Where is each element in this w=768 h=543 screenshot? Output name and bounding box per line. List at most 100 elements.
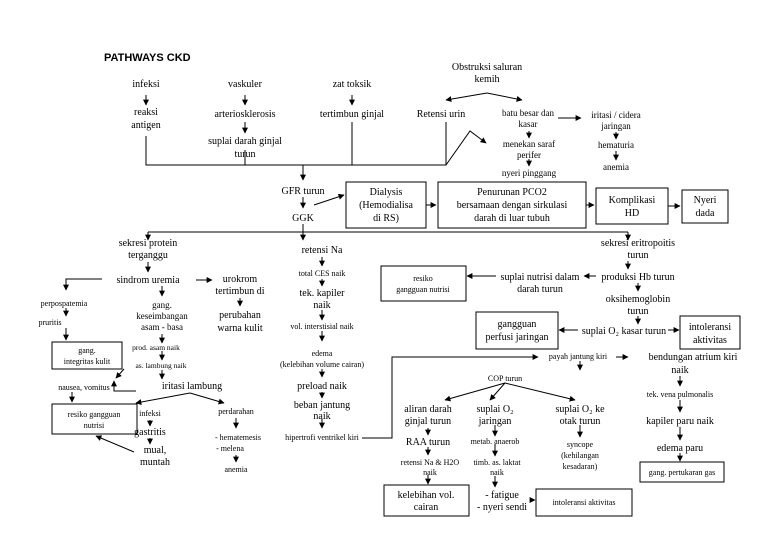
node-bendungan-2: naik [671,365,688,376]
node-iritasi-lambung: iritasi lambung [162,381,222,392]
node-urokrom-2: tertimbun di [215,286,264,297]
node-gastritis: gastritis [134,427,166,438]
node-mual-2: muntah [140,457,170,468]
node-perdarahan: perdarahan [218,407,254,416]
node-infeksi: infeksi [132,79,159,90]
node-syncope-1: syncope [567,440,594,449]
node-tek-kapiler-2: naik [313,300,330,311]
node-aliran-darah-1: aliran darah [404,404,451,415]
node-timb-laktat-2: naik [490,468,504,477]
node-gang-keseimbangan-3: asam - basa [141,322,183,332]
node-resiko-nutrisi-right-1: resiko [413,274,433,283]
node-tek-vena: tek. vena pulmonalis [647,390,713,399]
node-edema-1: edema [312,349,333,358]
node-penurunan-pco2-3: darah di luar tubuh [474,213,550,224]
node-zat-toksik: zat toksik [333,79,372,90]
node-urokrom-1: urokrom [223,274,258,285]
node-gang-keseimbangan-1: gang. [152,300,172,310]
node-dialysis-3: di RS) [373,213,399,224]
node-fatigue-2: - nyeri sendi [477,502,527,513]
node-urokrom-3: kulit [231,296,250,307]
node-edema-paru: edema paru [657,443,703,454]
node-gangguan-perfusi-1: gangguan [498,319,537,330]
node-beban-jantung-2: naik [313,411,330,422]
node-arteriosklerosis: arteriosklerosis [214,109,275,120]
node-gfr-turun: GFR turun [281,186,324,197]
node-payah-jantung: payah jantung kiri [549,352,608,361]
node-komplikasi-hd-2: HD [625,208,639,219]
node-sindrom-uremia: sindrom uremia [116,275,180,286]
node-penurunan-pco2-2: bersamaan dengan sirkulasi [457,200,568,211]
node-obstruksi-1: Obstruksi saluran [452,62,522,73]
node-syncope-3: kesadaran) [563,462,598,471]
node-reaksi-antigen-2: antigen [131,120,160,131]
dialysis-box [345,181,427,229]
node-komplikasi-hd-1: Komplikasi [609,195,656,206]
node-raa-turun: RAA turun [406,437,450,448]
node-gang-integritas-2: integritas kulit [64,357,111,366]
node-syncope-2: (kehilangan [561,451,599,460]
resiko-gangguan-nutrisi-right-box [380,265,467,302]
node-iritasi-2: jaringan [600,121,631,131]
node-resiko-nutrisi-left-2: nutrisi [84,421,105,430]
node-hematemesis-2: - melena [216,444,244,453]
penurunan-pco2-box [437,181,587,229]
komplikasi-hd-box [595,187,669,225]
node-retensi-na-h2o-2: naik [423,468,437,477]
node-prod-asam: prod. asam naik [132,343,180,352]
node-edema-2: (kelebihan volume cairan) [280,360,364,369]
node-resiko-nutrisi-left-1: resiko gangguan [68,410,121,419]
node-gang-keseimbangan-2: keseimbangan [136,311,188,321]
node-suplai-o2-kasar: suplai O₂ kasar turun [582,326,666,337]
intoleransi-aktivitas-bottom-box [535,488,633,517]
node-sekresi-eritropoitis-2: turun [627,250,648,261]
node-produksi-hb: produksi Hb turun [601,272,674,283]
node-suplai-darah-ginjal-1: suplai darah ginjal [208,136,282,147]
node-suplai-darah-ginjal-2: turun [234,149,255,160]
node-obstruksi-2: kemih [475,74,500,85]
node-anemia-left: anemia [224,465,248,474]
node-retensi-urin: Retensi urin [417,109,466,120]
node-beban-jantung-1: beban jantung [294,400,350,411]
node-dialysis-2: (Hemodialisa [359,200,413,211]
node-aliran-darah-2: ginjal turun [405,416,451,427]
node-menekan-saraf-1: menekan saraf [503,139,555,149]
node-retensi-na-h2o-1: retensi Na & H2O [401,458,460,467]
node-suplai-nutrisi-1: suplai nutrisi dalam [501,272,580,283]
gang-pertukaran-gas-box [639,461,725,483]
node-metab-anaerob: metab. anaerob [471,437,520,446]
node-tek-kapiler-1: tek. kapiler [300,288,346,299]
node-suplai-o2-jaringan-1: suplai O₂ [476,404,513,415]
node-hematuria: hematuria [598,140,634,150]
node-gangguan-perfusi-2: perfusi jaringan [485,332,548,343]
node-kapiler-paru: kapiler paru naik [646,416,714,427]
node-pruritis: pruritis [38,318,61,327]
node-suplai-o2-jaringan-2: jaringan [478,416,512,427]
node-ggk: GGK [292,213,314,224]
resiko-gangguan-nutrisi-left-box [51,403,138,435]
node-kelebihan-vol-1: kelebihan vol. [398,490,455,501]
node-suplai-o2-otak-1: suplai O₂ ke [555,404,605,415]
node-menekan-saraf-2: perifer [517,150,541,160]
node-oksihemoglobin-1: oksihemoglobin [606,294,670,305]
node-anemia-top: anemia [603,162,629,172]
node-bendungan-1: bendungan atrium kiri [649,352,738,363]
node-resiko-nutrisi-right-2: gangguan nutrisi [396,285,450,294]
node-perpospatemia: perpospatemia [41,299,88,308]
node-retensi-na: retensi Na [302,245,343,256]
node-timb-laktat-1: timb. as. laktat [473,458,521,467]
node-batu-1: batu besar dan [502,108,554,118]
node-perubahan-warna-2: warna kulit [217,323,262,334]
node-preload: preload naik [297,381,347,392]
node-gang-integritas-1: gang. [78,346,96,355]
node-vaskuler: vaskuler [228,79,263,90]
diagram-title: PATHWAYS CKD [104,52,191,64]
node-nyeri-dada-1: Nyeri [694,195,717,206]
node-cop-turun: COP turun [488,374,522,383]
node-kelebihan-vol-2: cairan [414,502,438,513]
node-oksihemoglobin-2: turun [627,306,648,317]
node-total-ces: total CES naik [299,269,346,278]
node-intoleransi-right-1: intoleransi [689,322,731,333]
node-sekresi-protein-2: terganggu [128,250,168,261]
